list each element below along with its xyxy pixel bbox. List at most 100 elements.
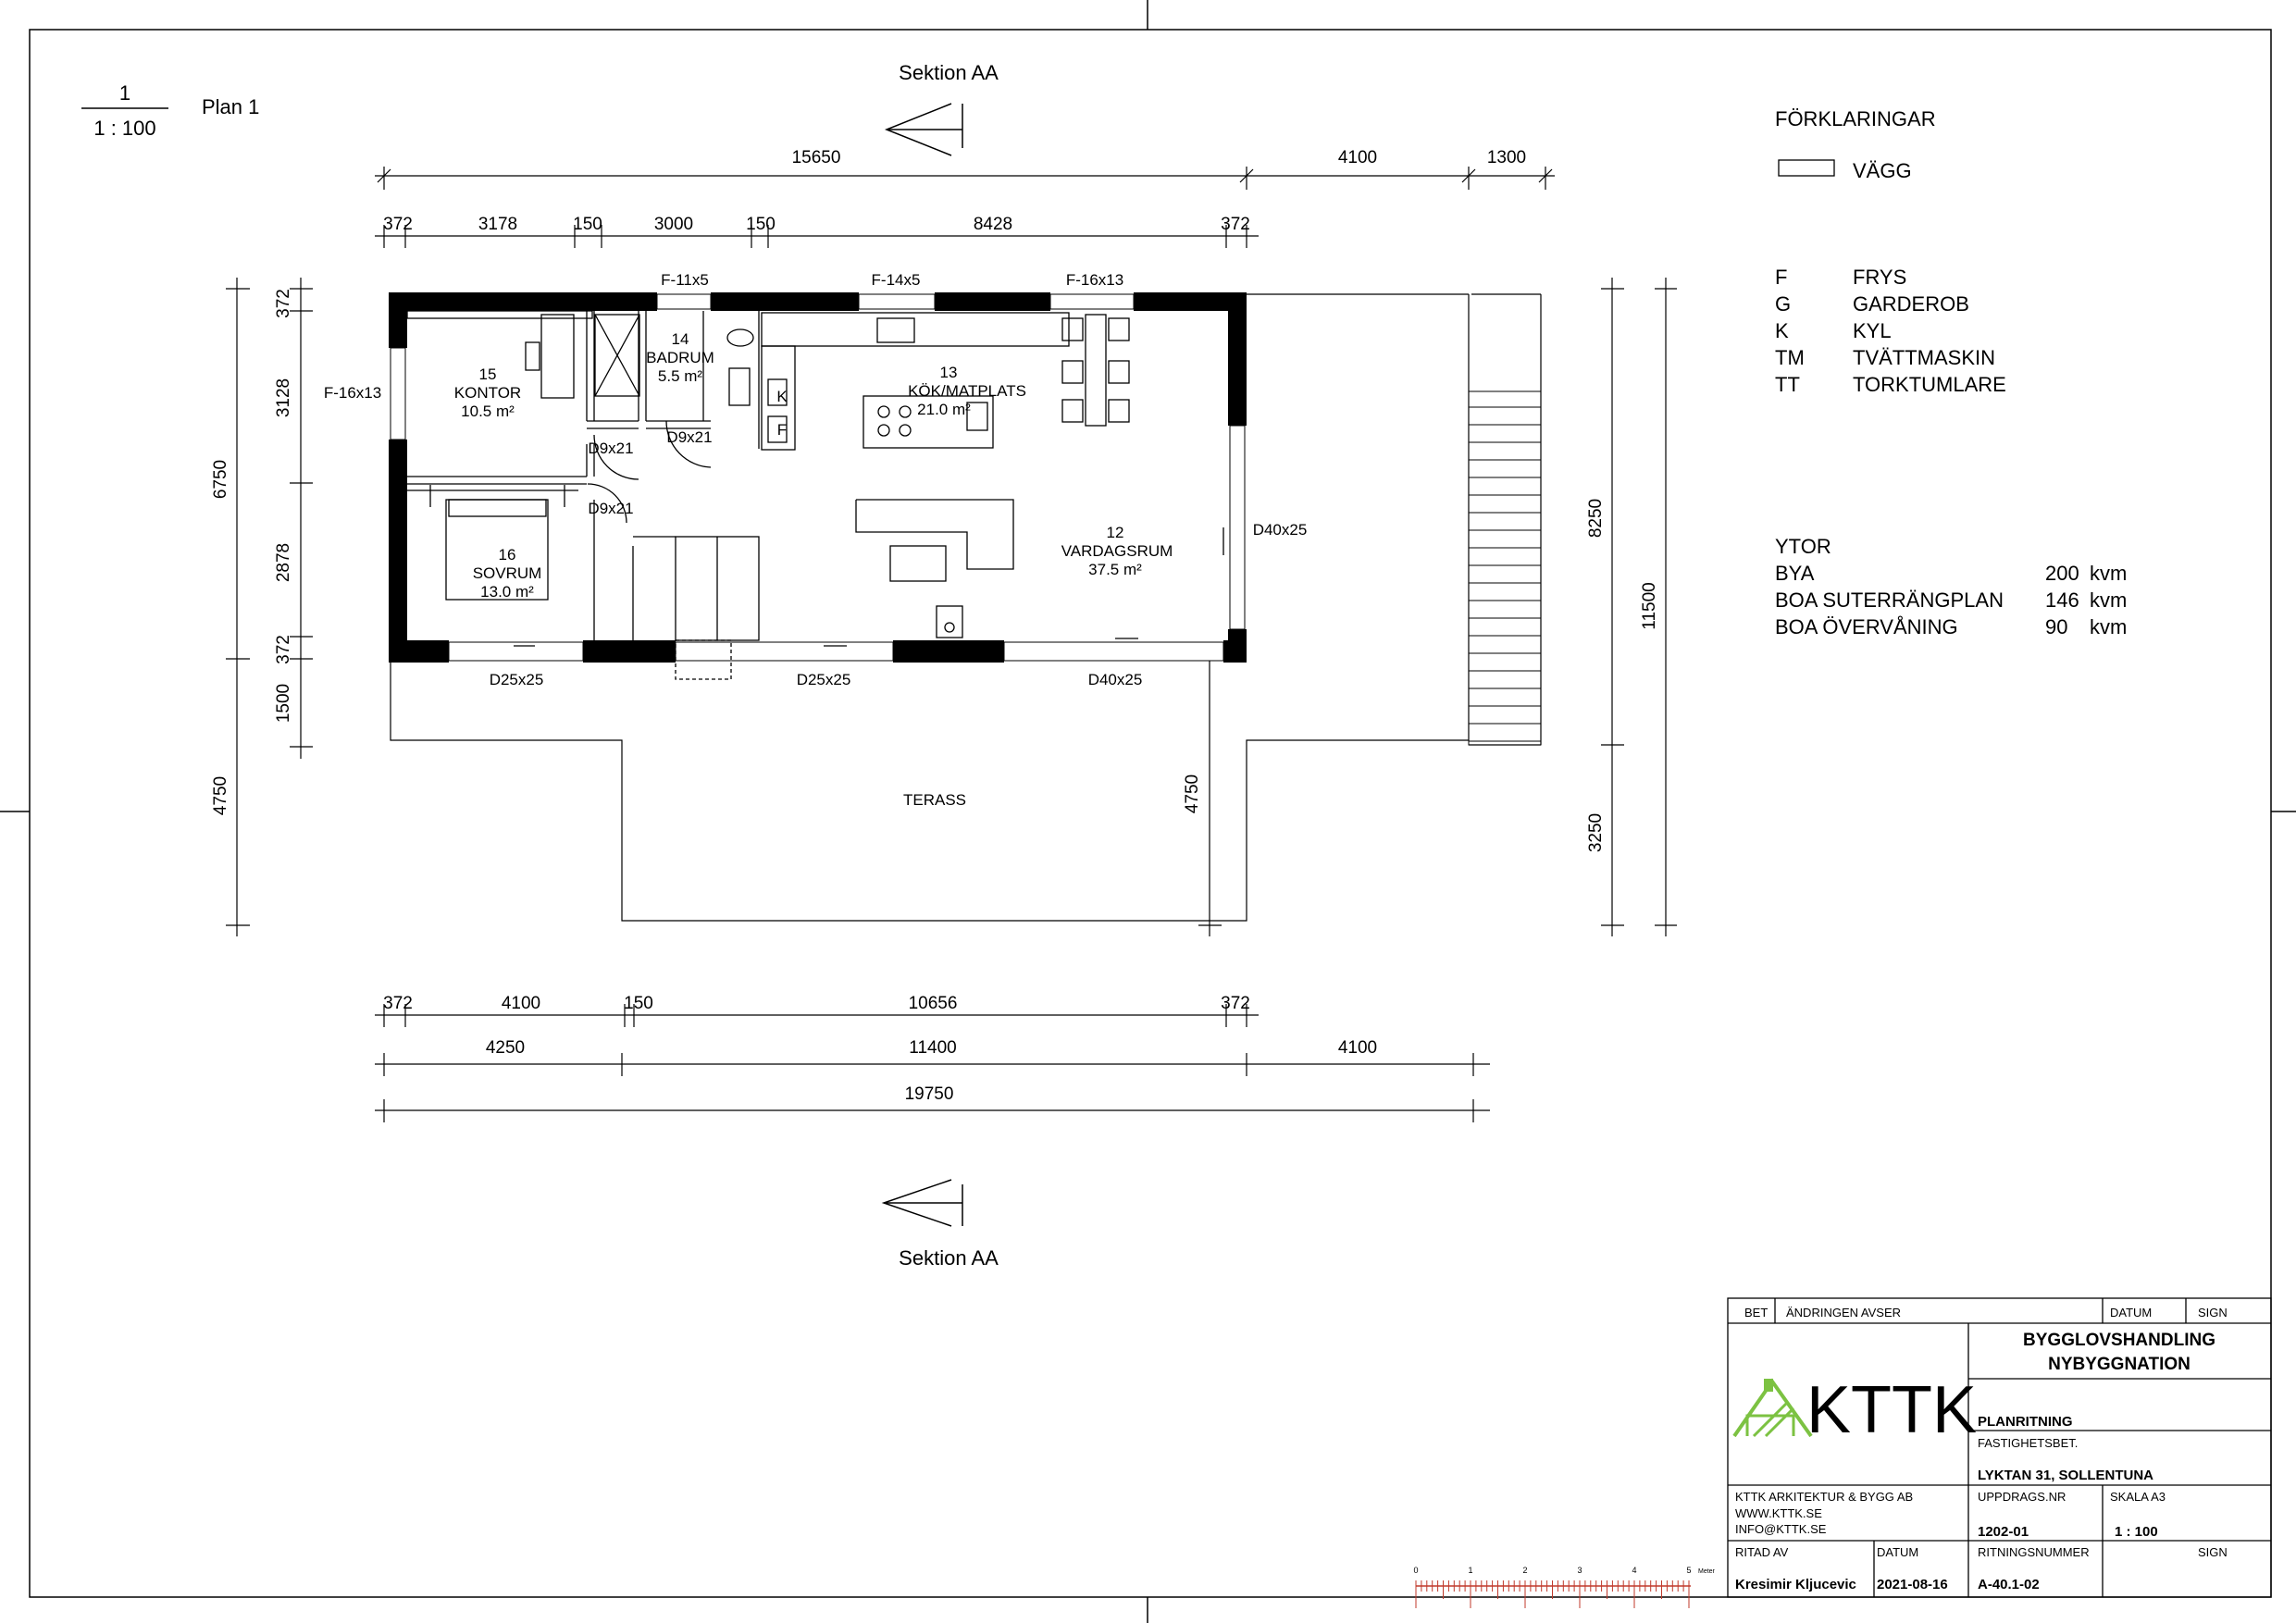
door-d40x25-right <box>1229 425 1246 630</box>
room-13-num: 13 <box>940 364 958 381</box>
dim-left-overall-1: 6750 <box>211 460 230 499</box>
legend-code-2: G <box>1775 292 1791 316</box>
legend: FÖRKLARINGAR VÄGG F FRYS G GARDEROB K KY… <box>1775 107 2006 396</box>
window-f11x5 <box>656 293 712 310</box>
area-unit-3: kvm <box>2090 615 2127 638</box>
areas-title: YTOR <box>1775 535 1831 558</box>
tb-date-label: DATUM <box>1877 1545 1918 1559</box>
dim-top-detail-4: 3000 <box>654 215 693 234</box>
scale-tick-3: 3 <box>1577 1566 1582 1575</box>
area-value-1: 200 <box>2045 562 2079 585</box>
door-d40x25-bottom <box>1003 641 1224 662</box>
dim-left-detail-3: 2878 <box>274 543 293 582</box>
label-window-f14x5: F-14x5 <box>872 271 921 289</box>
tb-scale: 1 : 100 <box>2115 1524 2158 1540</box>
dimension-lines <box>226 167 1677 1122</box>
dim-right-outer: 11500 <box>1640 582 1659 629</box>
label-door-d25x25-mid: D25x25 <box>797 671 851 688</box>
appliance-k: K <box>776 388 788 405</box>
legend-name-3: KYL <box>1853 319 1892 342</box>
window-f16x13-top <box>1049 293 1135 310</box>
room-12-area: 37.5 m² <box>1088 561 1142 578</box>
tb-drawing-type: PLANRITNING <box>1978 1414 2073 1430</box>
room-13-name: KÖK/MATPLATS <box>908 382 1026 400</box>
legend-name-2: GARDEROB <box>1853 292 1969 316</box>
room-14-area: 5.5 m² <box>658 367 703 385</box>
legend-code-5: TT <box>1775 373 1800 396</box>
dim-right-inner-2: 3250 <box>1586 813 1606 852</box>
legend-title: FÖRKLARINGAR <box>1775 107 1936 130</box>
dim-bottom-detail-2: 4100 <box>502 994 540 1013</box>
door-d25x25-mid <box>675 641 894 662</box>
plan-label: 1 1 : 100 Plan 1 <box>81 81 259 140</box>
tb-sign-label: SIGN <box>2198 1545 2228 1559</box>
room-15-area: 10.5 m² <box>461 403 515 420</box>
logo-text: KTTK <box>1806 1373 1977 1447</box>
area-name-3: BOA ÖVERVÅNING <box>1775 615 1958 638</box>
room-16-num: 16 <box>499 546 516 564</box>
tb-date: 2021-08-16 <box>1877 1577 1948 1592</box>
dim-left-detail-4: 372 <box>274 635 293 664</box>
dim-top-overall-2: 4100 <box>1338 148 1377 167</box>
label-door-d40x25-bottom: D40x25 <box>1088 671 1143 688</box>
dim-bottom-mid-1: 4250 <box>486 1038 525 1058</box>
dim-bottom-total: 19750 <box>905 1084 954 1104</box>
door-d25x25-left <box>448 641 584 662</box>
dim-left-detail-2: 3128 <box>274 378 293 417</box>
scale-tick-2: 2 <box>1522 1566 1527 1575</box>
dim-top-detail-5: 150 <box>746 215 776 234</box>
dim-bottom-detail-5: 372 <box>1221 994 1250 1013</box>
scale-bar: 0 1 2 3 4 5 Meter <box>1413 1566 1716 1608</box>
tb-email: INFO@KTTK.SE <box>1735 1522 1827 1536</box>
tb-drawno-label: RITNINGSNUMMER <box>1978 1545 2090 1559</box>
title-block-text: BET ÄNDRINGEN AVSER DATUM SIGN BYGGLOVSH… <box>1732 1306 2228 1592</box>
dim-top-overall-1: 15650 <box>792 148 841 167</box>
label-door-d40x25-right: D40x25 <box>1253 521 1308 539</box>
opening-labels: F-11x5 F-14x5 F-16x13 F-16x13 D9x21 D9x2… <box>324 271 1307 688</box>
appliance-f: F <box>777 421 787 439</box>
label-window-f16x13-left: F-16x13 <box>324 384 381 402</box>
dim-top-overall-3: 1300 <box>1487 148 1526 167</box>
dim-bottom-detail-4: 10656 <box>909 994 958 1013</box>
plan-scale: 1 : 100 <box>93 117 155 140</box>
tb-company: KTTK ARKITEKTUR & BYGG AB <box>1735 1490 1913 1504</box>
room-14-name: BADRUM <box>646 349 714 366</box>
window-f14x5 <box>858 293 936 310</box>
outdoor-stair <box>1468 390 1542 746</box>
scale-tick-0: 0 <box>1413 1566 1418 1575</box>
interior-walls <box>406 310 1224 680</box>
room-labels: 15 KONTOR 10.5 m² 14 BADRUM 5.5 m² 13 KÖ… <box>454 330 1173 601</box>
legend-wall: VÄGG <box>1853 159 1912 182</box>
window-frames <box>390 293 1246 662</box>
section-marker-bottom <box>881 1179 963 1227</box>
tb-drawn-label: RITAD AV <box>1735 1545 1789 1559</box>
dim-left-overall-2: 4750 <box>211 776 230 815</box>
scale-tick-4: 4 <box>1632 1566 1636 1575</box>
dim-top-detail-7: 372 <box>1221 215 1250 234</box>
label-door-bedroom: D9x21 <box>588 500 633 517</box>
tb-job-no: 1202-01 <box>1978 1524 2029 1540</box>
tb-date-col: DATUM <box>2110 1306 2152 1319</box>
tb-sign-col: SIGN <box>2198 1306 2228 1319</box>
tb-change: ÄNDRINGEN AVSER <box>1786 1306 1901 1319</box>
room-15-name: KONTOR <box>454 384 521 402</box>
dim-top-detail-6: 8428 <box>974 215 1012 234</box>
section-marker-top <box>884 103 963 156</box>
plan-scale-number: 1 <box>119 81 130 105</box>
dim-top-detail-2: 3178 <box>478 215 517 234</box>
room-16-area: 13.0 m² <box>480 583 534 601</box>
terrace-label: TERASS <box>903 791 966 809</box>
dim-bottom-mid-3: 4100 <box>1338 1038 1377 1058</box>
wall-swatch <box>1778 159 1835 177</box>
room-14-num: 14 <box>672 330 689 348</box>
areas-table: YTOR BYA 200 kvm BOA SUTERRÄNGPLAN 146 k… <box>1775 535 2127 638</box>
room-15-num: 15 <box>479 365 497 383</box>
legend-name-4: TVÄTTMASKIN <box>1853 346 1995 369</box>
dim-left-detail-1: 372 <box>274 289 293 318</box>
room-12-num: 12 <box>1107 524 1124 541</box>
kttk-logo: KTTK <box>1732 1373 1977 1447</box>
tb-scale-label: SKALA A3 <box>2110 1490 2166 1504</box>
tb-author: Kresimir Kljucevic <box>1735 1577 1856 1592</box>
section-label-bottom: Sektion AA <box>899 1246 999 1270</box>
